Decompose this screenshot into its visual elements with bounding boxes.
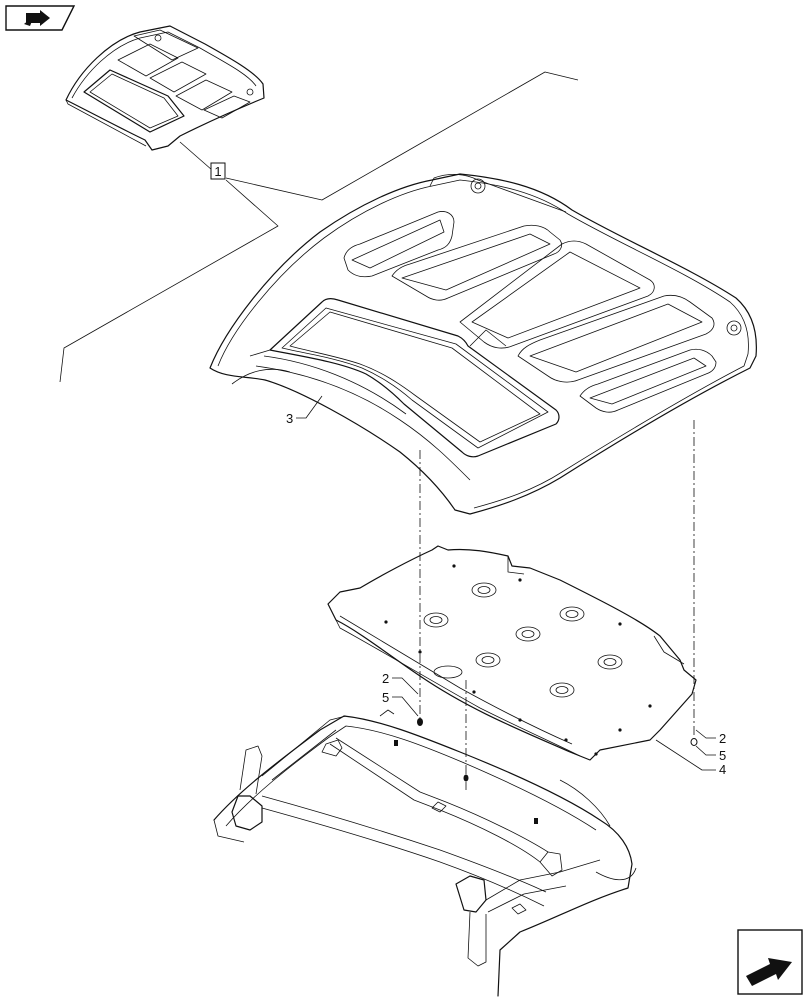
svg-text:3: 3 (286, 411, 293, 426)
next-page-arrow-icon[interactable] (736, 928, 804, 996)
svg-text:4: 4 (719, 762, 726, 777)
svg-text:1: 1 (214, 164, 221, 179)
book-arrow-icon[interactable] (4, 4, 76, 32)
callout-2-left[interactable]: 2 (382, 671, 419, 695)
svg-text:2: 2 (382, 671, 389, 686)
callout-5-left[interactable]: 5 (382, 690, 419, 717)
cab-frame (213, 709, 637, 997)
svg-text:5: 5 (382, 690, 389, 705)
roof-panel (209, 173, 757, 515)
headliner-liner (327, 545, 697, 761)
overview-roof-thumbnail (65, 25, 265, 151)
callout-3[interactable]: 3 (286, 395, 323, 426)
alignment-centerlines (419, 420, 695, 790)
fasteners (417, 718, 698, 782)
callout-4[interactable]: 4 (655, 739, 726, 777)
callout-box-1[interactable]: 1 (210, 162, 226, 180)
callout-5-right[interactable]: 5 (695, 745, 726, 763)
svg-text:5: 5 (719, 748, 726, 763)
callout-2-right[interactable]: 2 (695, 729, 726, 746)
callout-1-leaders (59, 71, 579, 383)
svg-text:2: 2 (719, 731, 726, 746)
